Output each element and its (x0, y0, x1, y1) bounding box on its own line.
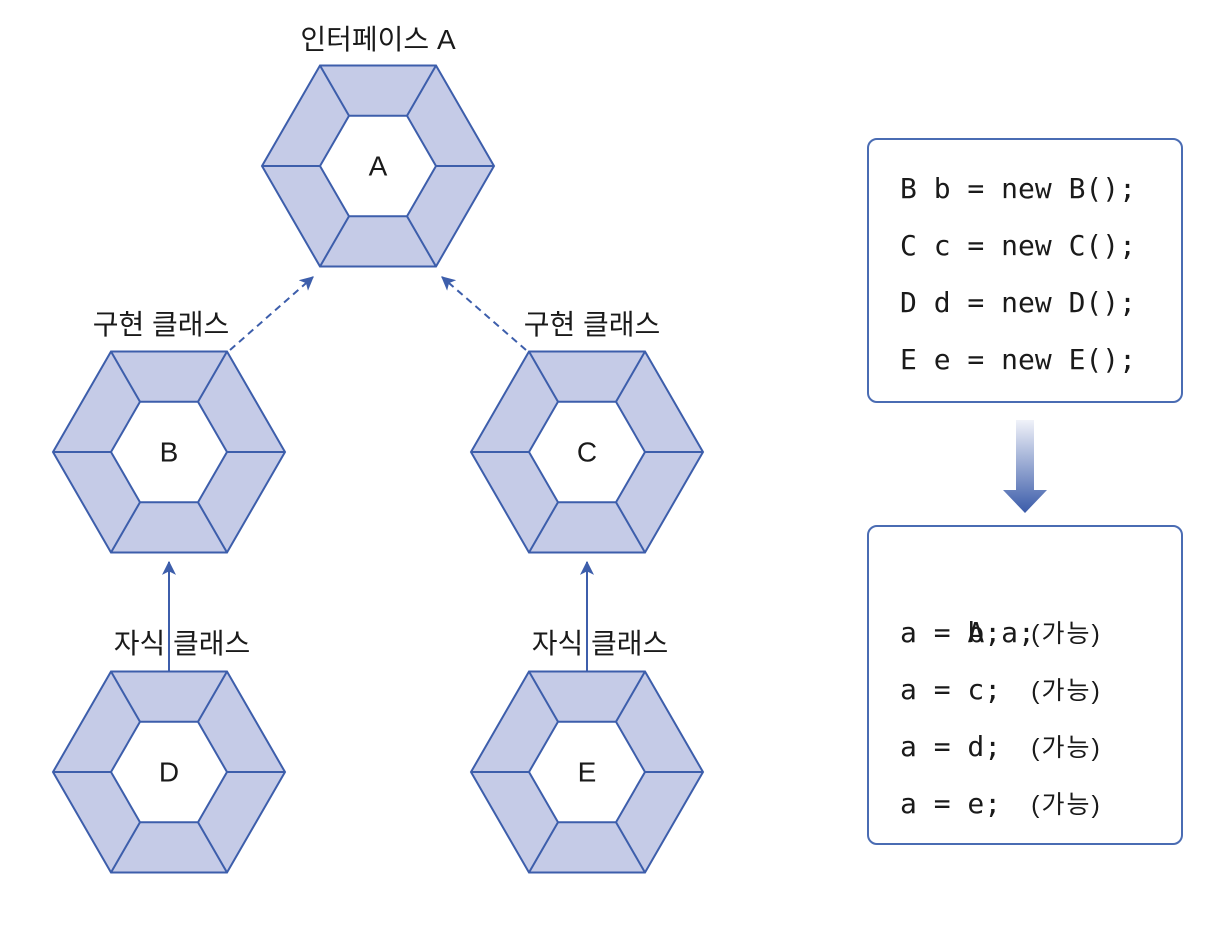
code-statement: A a; (967, 616, 1035, 649)
hexagon-segment-divider (528, 501, 559, 553)
interface-title: 인터페이스 A (300, 24, 456, 55)
hexagon-segment-divider (615, 501, 646, 553)
hexagon-segment-divider (110, 821, 141, 873)
hexagon-segment-divider (528, 351, 559, 403)
hexagon-segment-divider (528, 821, 559, 873)
child-class-label-right: 자식 클래스 (532, 628, 669, 659)
possible-note: (가능) (1031, 620, 1102, 648)
hexagon-segment-divider (615, 671, 646, 723)
dashed-arrow-c-to-a (441, 276, 527, 351)
code-line: a = b; (가능) (900, 604, 1181, 661)
class-hierarchy-diagram: A B C D E 인터페이스 A 구현 클래스 구현 클래스 자식 클래스 자식 클래… (51, 24, 705, 874)
child-class-label-left: 자식 클래스 (114, 628, 251, 659)
code-line: a = c; (가능) (900, 661, 1181, 718)
implementation-class-label-left: 구현 클래스 (93, 309, 230, 340)
code-statement: a = c; (900, 673, 1002, 706)
code-line: a = e; (가능) (900, 775, 1181, 832)
hexagon-segment-divider (110, 501, 141, 553)
hexagon-inner-core (318, 114, 438, 218)
hexagon-a: A (260, 64, 496, 268)
code-statement: a = d; (900, 730, 1002, 763)
hexagon-segment-divider (197, 501, 228, 553)
code-line: A a; (900, 547, 1181, 649)
code-line: C c = new C(); (900, 229, 1137, 262)
hexagon-segment-divider (615, 351, 646, 403)
instantiation-code-box: B b = new B(); C c = new C(); D d = new … (867, 138, 1183, 403)
assignment-code-box: A a; a = b; (가능) a = c; (가능) a = d; (가능) a … (867, 525, 1183, 845)
hexagon-segment-divider (406, 215, 437, 267)
hexagon-label: C (577, 437, 597, 468)
hexagon-segment-divider (197, 821, 228, 873)
down-arrow-icon (1003, 420, 1047, 513)
hexagon-segment-divider (319, 65, 350, 117)
code-line: D d = new D(); (900, 286, 1137, 319)
class-hexagons: A B C D E (51, 64, 705, 874)
arrow-shaft (1016, 420, 1034, 492)
hexagon-segment-divider (615, 821, 646, 873)
hexagon-e: E (469, 670, 705, 874)
code-statement: a = e; (900, 787, 1002, 820)
code-line: B b = new B(); (900, 172, 1137, 205)
relationship-arrows (162, 276, 594, 672)
code-statement: a = b; (900, 616, 1002, 649)
hexagon-inner-core (109, 720, 229, 824)
possible-note: (가능) (1031, 734, 1102, 762)
hexagon-label: B (160, 437, 179, 468)
possible-note: (가능) (1031, 677, 1102, 705)
hexagon-inner-core (527, 720, 647, 824)
hexagon-segment-divider (110, 671, 141, 723)
hexagon-label: A (369, 151, 388, 182)
hexagon-inner-core (109, 400, 229, 504)
dashed-arrow-b-to-a (229, 276, 314, 351)
hexagon-segment-divider (197, 351, 228, 403)
hexagon-label: E (578, 757, 597, 788)
arrow-head (1003, 490, 1047, 513)
hexagon-d: D (51, 670, 287, 874)
hexagon-inner-core (527, 400, 647, 504)
hexagon-b: B (51, 350, 287, 554)
hexagon-segment-divider (528, 671, 559, 723)
hexagon-segment-divider (110, 351, 141, 403)
hexagon-segment-divider (406, 65, 437, 117)
code-line: a = d; (가능) (900, 718, 1181, 775)
hexagon-segment-divider (197, 671, 228, 723)
implementation-class-label-right: 구현 클래스 (524, 309, 661, 340)
hexagon-c: C (469, 350, 705, 554)
hexagon-label: D (159, 757, 179, 788)
hexagon-segment-divider (319, 215, 350, 267)
code-line: E e = new E(); (900, 343, 1137, 376)
possible-note: (가능) (1031, 791, 1102, 819)
